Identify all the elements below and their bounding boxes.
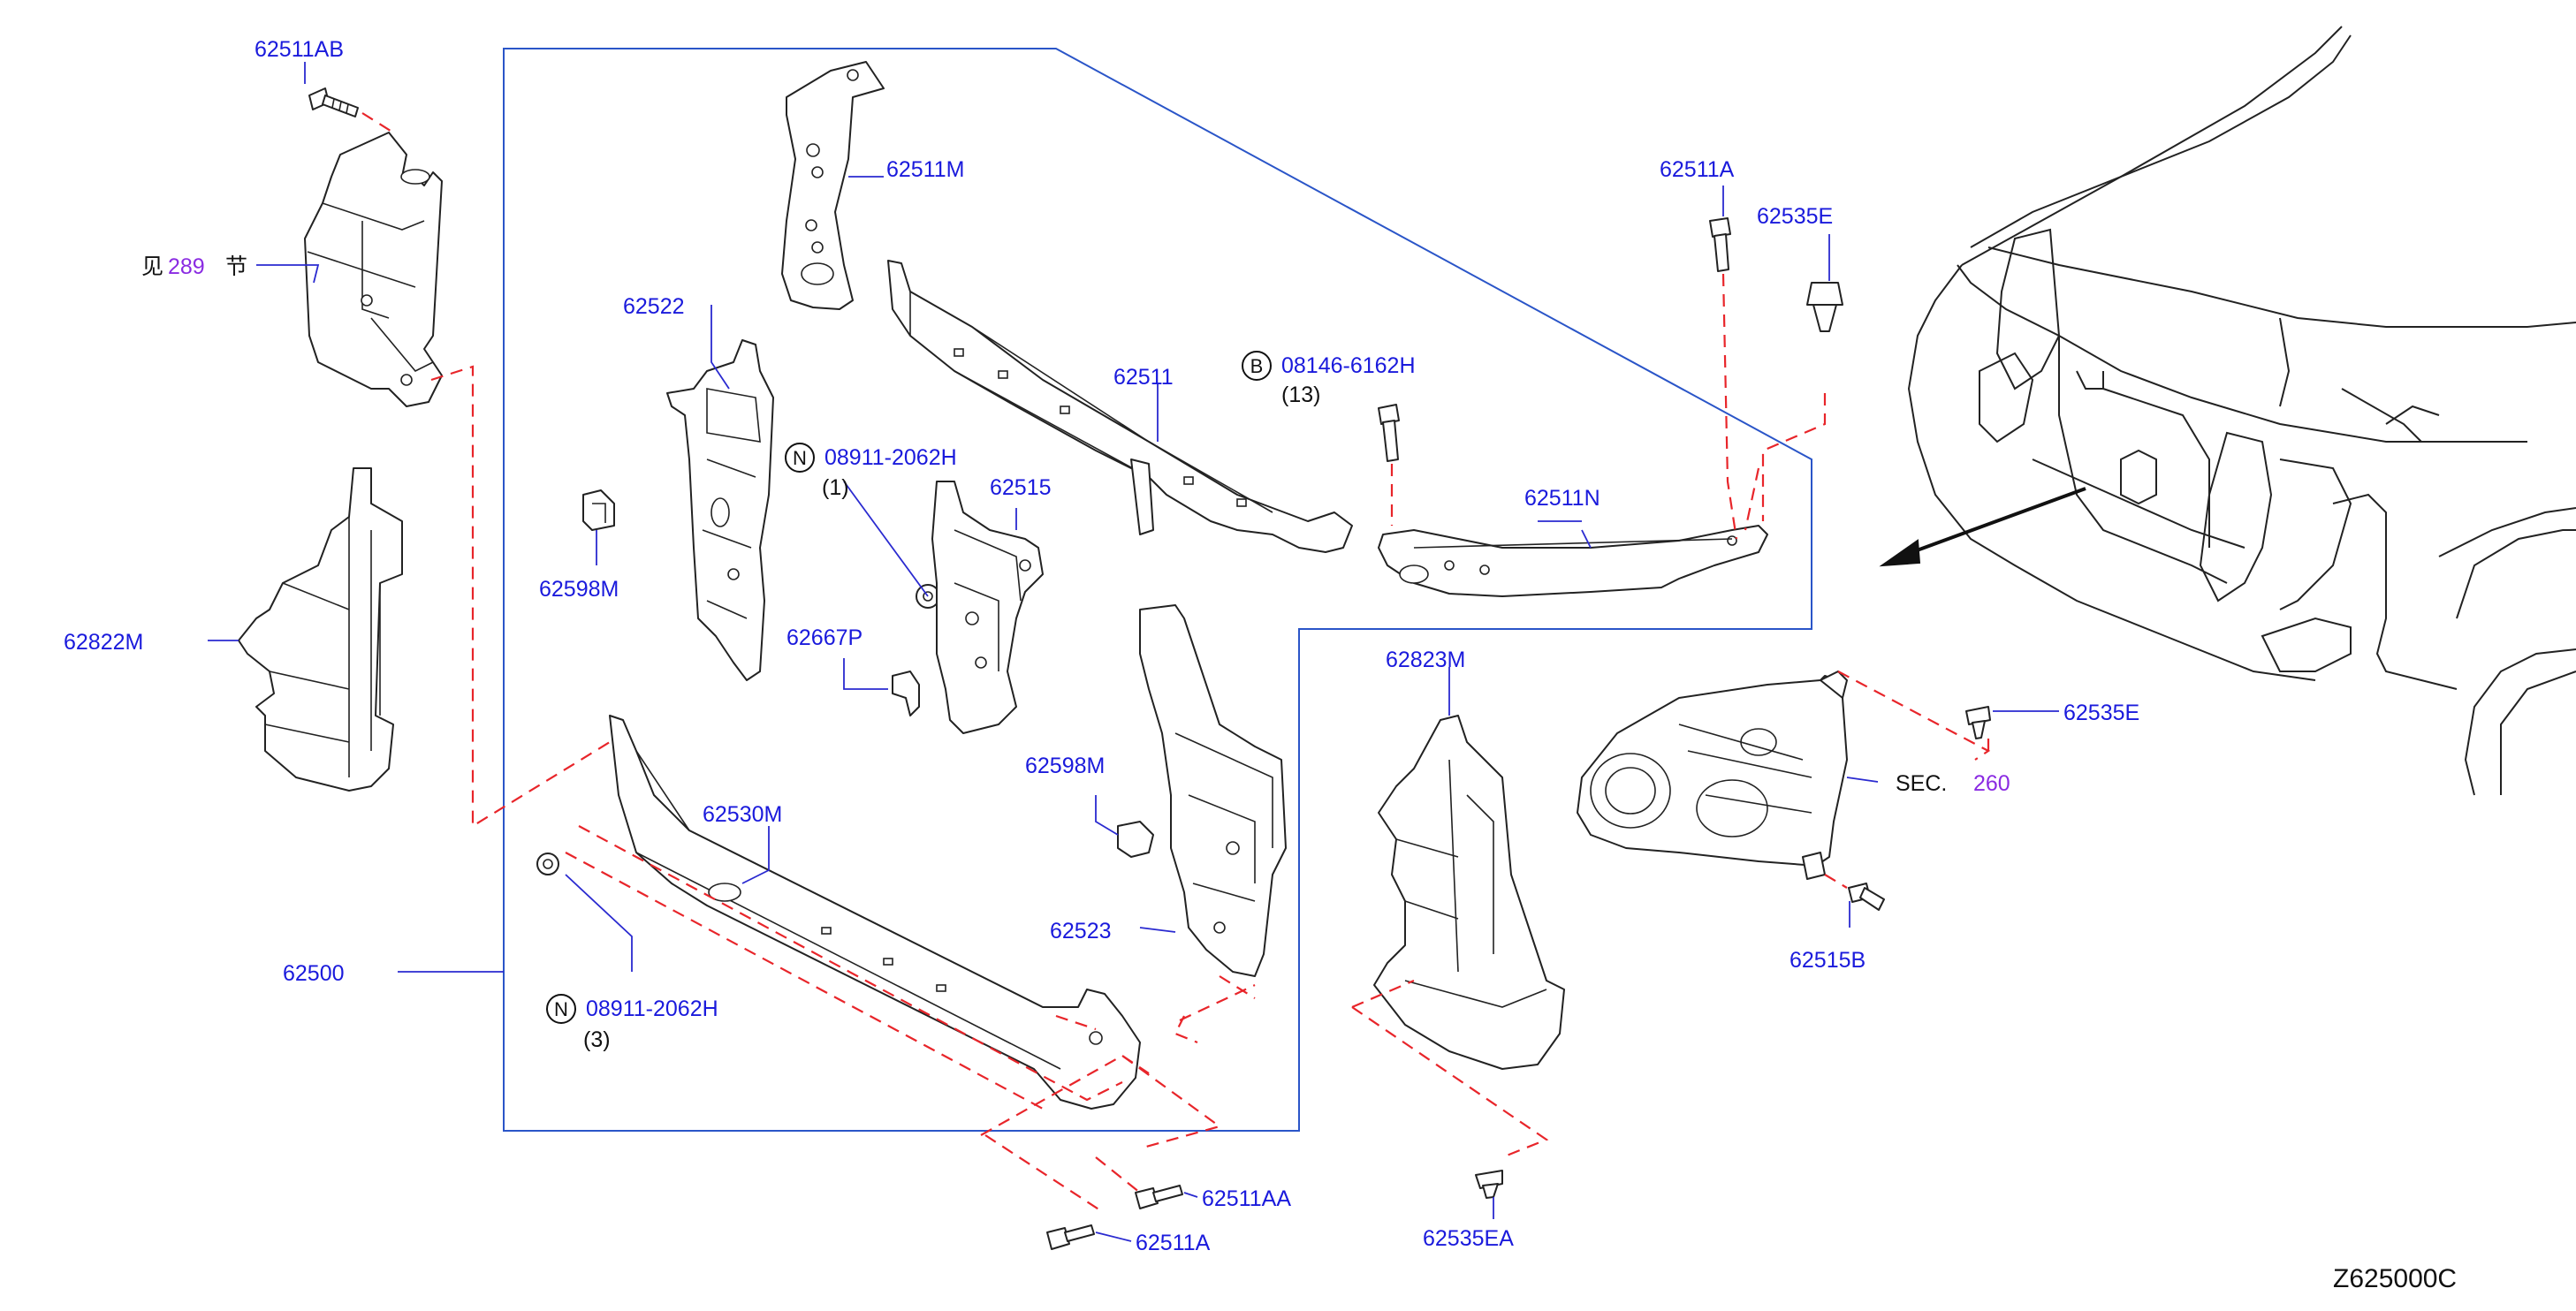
upper-bar-62511-part <box>887 260 1353 553</box>
clip-62598M-mid-icon <box>1117 821 1154 858</box>
lower-bar-62530M-part <box>609 715 1141 1110</box>
label-62535EA: 62535EA <box>1423 1226 1514 1251</box>
label-sec-prefix: SEC. <box>1896 771 1947 796</box>
label-62511A-top: 62511A <box>1660 157 1735 182</box>
label-62598M-left: 62598M <box>539 577 619 602</box>
bolt-62511A-bottom-icon <box>1046 1224 1095 1250</box>
washer-tank-part <box>304 132 443 407</box>
nut-08911-lower-icon <box>536 853 559 875</box>
circle-N-bottom-letter: N <box>554 998 568 1020</box>
label-62667P: 62667P <box>786 625 862 650</box>
assembly-frame-62500 <box>503 48 1812 1132</box>
diagram-code: Z625000C <box>2333 1264 2457 1293</box>
label-62522: 62522 <box>623 294 685 319</box>
label-62535E-top: 62535E <box>1757 204 1833 229</box>
label-62511N: 62511N <box>1524 486 1600 511</box>
label-08146-6162H: 08146-6162H <box>1281 353 1416 378</box>
bracket-62511N-part <box>1378 525 1768 597</box>
label-62530M: 62530M <box>703 802 782 827</box>
bracket-62515-part <box>931 481 1044 734</box>
label-62511AA: 62511AA <box>1202 1186 1291 1211</box>
clip-62535E-top-icon <box>1806 282 1843 332</box>
side-panel-62522-part <box>666 339 774 681</box>
label-08146-qty: (13) <box>1281 383 1320 407</box>
bolt-62511A-top-icon <box>1709 217 1731 272</box>
bracket-62511M-part <box>781 61 885 310</box>
label-62515: 62515 <box>990 475 1052 500</box>
vehicle-front-view <box>1907 26 2576 796</box>
label-62511A-bottom: 62511A <box>1136 1231 1211 1255</box>
label-62511AB: 62511AB <box>255 37 344 62</box>
circle-B-letter: B <box>1250 355 1264 377</box>
label-62511M: 62511M <box>886 157 965 182</box>
label-08911-2062H-bottom: 08911-2062H <box>586 997 718 1021</box>
bolt-62511AA-icon <box>1135 1185 1183 1209</box>
label-62515B: 62515B <box>1790 948 1866 973</box>
label-62823M: 62823M <box>1386 648 1465 672</box>
label-62535E-right: 62535E <box>2063 701 2139 725</box>
label-see-prefix: 见 <box>141 254 163 279</box>
headlamp-part <box>1577 671 1848 880</box>
air-guide-62823M-part <box>1373 715 1565 1070</box>
label-08911-2062H-top: 08911-2062H <box>824 445 957 470</box>
leader-lines <box>208 62 2059 1242</box>
circle-N-bottom-icon <box>546 994 576 1024</box>
circle-N-top-icon <box>785 443 815 473</box>
clip-62535EA-icon <box>1475 1170 1503 1199</box>
label-62598M-mid: 62598M <box>1025 754 1105 778</box>
bolt-62515B-icon <box>1848 883 1885 911</box>
bolt-08146-icon <box>1378 404 1400 462</box>
label-see-289: 289 <box>168 254 205 279</box>
clip-62535E-right-icon <box>1965 706 1991 739</box>
label-08911-bottom-qty: (3) <box>583 1027 611 1052</box>
label-sec-260: 260 <box>1973 771 2010 796</box>
label-see-suffix: 节 <box>225 254 247 279</box>
label-62500: 62500 <box>283 961 345 986</box>
label-62822M: 62822M <box>64 630 143 655</box>
label-08911-top-qty: (1) <box>822 475 849 500</box>
circle-B-icon <box>1242 351 1272 381</box>
circle-N-top-letter: N <box>793 447 807 469</box>
clip-62598M-left-icon <box>582 489 615 531</box>
label-62523: 62523 <box>1050 919 1112 943</box>
label-62511: 62511 <box>1113 365 1174 390</box>
bracket-62667P-icon <box>892 671 920 716</box>
direction-arrow <box>1879 487 2086 567</box>
side-panel-62523-part <box>1139 604 1287 977</box>
bolt-62511AB-icon <box>308 87 359 117</box>
air-guide-62822M-part <box>238 467 403 792</box>
